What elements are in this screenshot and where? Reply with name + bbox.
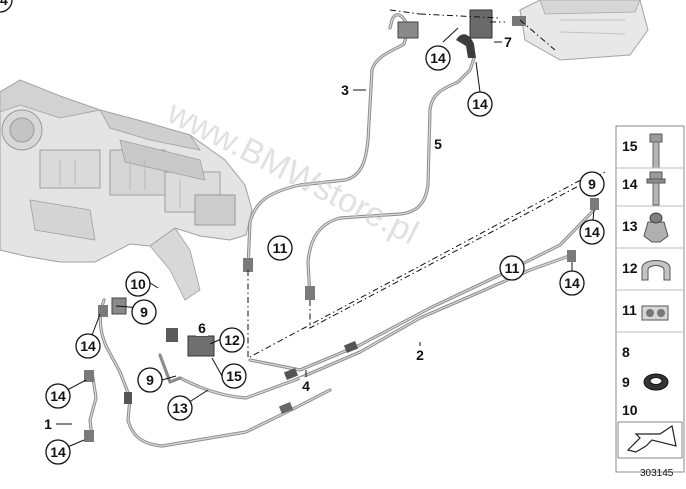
callout-label: 2	[416, 347, 424, 363]
callout-label: 5	[434, 136, 442, 152]
callout-14: 14	[45, 383, 71, 409]
callout-14: 14	[45, 439, 71, 465]
legend-row: 11	[622, 302, 669, 321]
legend-row: 12	[622, 260, 671, 281]
callout-circle	[131, 299, 157, 325]
callout-label: 14	[80, 338, 96, 354]
callout-circle	[0, 0, 13, 13]
callout-14: 14	[75, 333, 101, 359]
callout-label: 14	[472, 96, 488, 112]
callout-circle	[267, 235, 293, 261]
callout-label: 14	[584, 224, 600, 240]
callout-7: 7	[502, 33, 514, 50]
legend-number: 14	[622, 176, 638, 192]
callout-circle	[559, 270, 585, 296]
callout-circle	[125, 271, 151, 297]
callout-label: 1	[44, 416, 52, 432]
callout-14: 14	[559, 270, 585, 296]
callout-label: 14	[564, 275, 580, 291]
callout-label: 9	[146, 372, 154, 388]
callout-11: 11	[267, 235, 293, 261]
callout-11: 11	[499, 255, 525, 281]
callout-label: 15	[226, 368, 242, 384]
legend-number: 8	[622, 344, 630, 360]
pipe-clip-icon	[641, 305, 669, 321]
callout-label: 12	[224, 332, 240, 348]
callout-label: 14	[50, 444, 66, 460]
callout-label: 9	[588, 176, 596, 192]
callout-circle	[167, 395, 193, 421]
callout-12: 12	[219, 327, 245, 353]
callout-9: 9	[137, 367, 163, 393]
legend-row: 14	[622, 171, 666, 206]
callout-circle	[221, 363, 247, 389]
callout-3: 3	[339, 81, 351, 98]
callout-14: 14	[0, 0, 13, 13]
callout-label: 11	[273, 240, 288, 256]
receiver-housing-illustration	[519, 0, 649, 61]
callout-13: 13	[167, 395, 193, 421]
hvac-housing-illustration	[0, 79, 253, 301]
callout-label: 9	[140, 304, 148, 320]
legend-row: 15	[622, 133, 663, 169]
callout-9: 9	[131, 299, 157, 325]
parts-legend: 15 14 13 12 11 8 9 10 303145	[615, 125, 685, 479]
callout-label: 10	[130, 276, 146, 292]
callout-circle	[45, 383, 71, 409]
callout-label: 7	[504, 34, 512, 50]
bracket-clip-icon	[641, 260, 671, 281]
reference-code: 303145	[640, 468, 674, 479]
callout-circle	[425, 45, 451, 71]
legend-number: 10	[622, 402, 638, 418]
callout-14: 14	[425, 45, 451, 71]
callout-2: 2	[414, 346, 426, 363]
callout-1: 1	[42, 415, 54, 432]
callout-label: 14	[0, 0, 8, 8]
callout-circle	[579, 219, 605, 245]
callout-circle	[219, 327, 245, 353]
legend-rows: 15 14 13 12 11 8 9 10	[616, 133, 684, 418]
callout-label: 14	[50, 388, 66, 404]
callout-label: 11	[505, 260, 520, 276]
legend-row: 10	[622, 402, 638, 418]
reference-lines	[247, 9, 606, 359]
legend-number: 15	[622, 138, 638, 154]
callout-circle	[45, 439, 71, 465]
legend-number: 9	[622, 374, 630, 390]
callout-label: 6	[198, 320, 206, 336]
callout-label: 14	[430, 50, 446, 66]
callout-circle	[467, 91, 493, 117]
callout-label: 13	[172, 400, 188, 416]
legend-row: 13	[622, 212, 669, 243]
callout-10: 10	[125, 271, 151, 297]
callout-9: 9	[579, 171, 605, 197]
hex-nut-icon	[643, 212, 669, 243]
legend-number: 13	[622, 218, 638, 234]
callout-label: 4	[302, 378, 310, 394]
callout-circle	[75, 333, 101, 359]
callout-14: 14	[579, 219, 605, 245]
callout-15: 15	[221, 363, 247, 389]
callout-4: 4	[300, 377, 312, 394]
callout-circle	[499, 255, 525, 281]
bolt-icon	[649, 133, 663, 169]
o-ring-icon	[643, 373, 669, 391]
callout-circle	[137, 367, 163, 393]
refrigerant-lines	[84, 9, 599, 448]
legend-row: 9	[622, 373, 669, 391]
legend-row: 8	[622, 344, 630, 360]
legend-number: 11	[622, 302, 637, 318]
callouts: 12345679991011111213141414141414141415	[0, 0, 605, 465]
callout-circle	[579, 171, 605, 197]
callout-14: 14	[467, 91, 493, 117]
legend-number: 12	[622, 260, 638, 276]
callout-label: 3	[341, 82, 349, 98]
collar-bolt-icon	[646, 171, 666, 206]
arrow-icon	[626, 425, 677, 453]
callout-6: 6	[196, 319, 208, 336]
callout-5: 5	[432, 135, 444, 152]
